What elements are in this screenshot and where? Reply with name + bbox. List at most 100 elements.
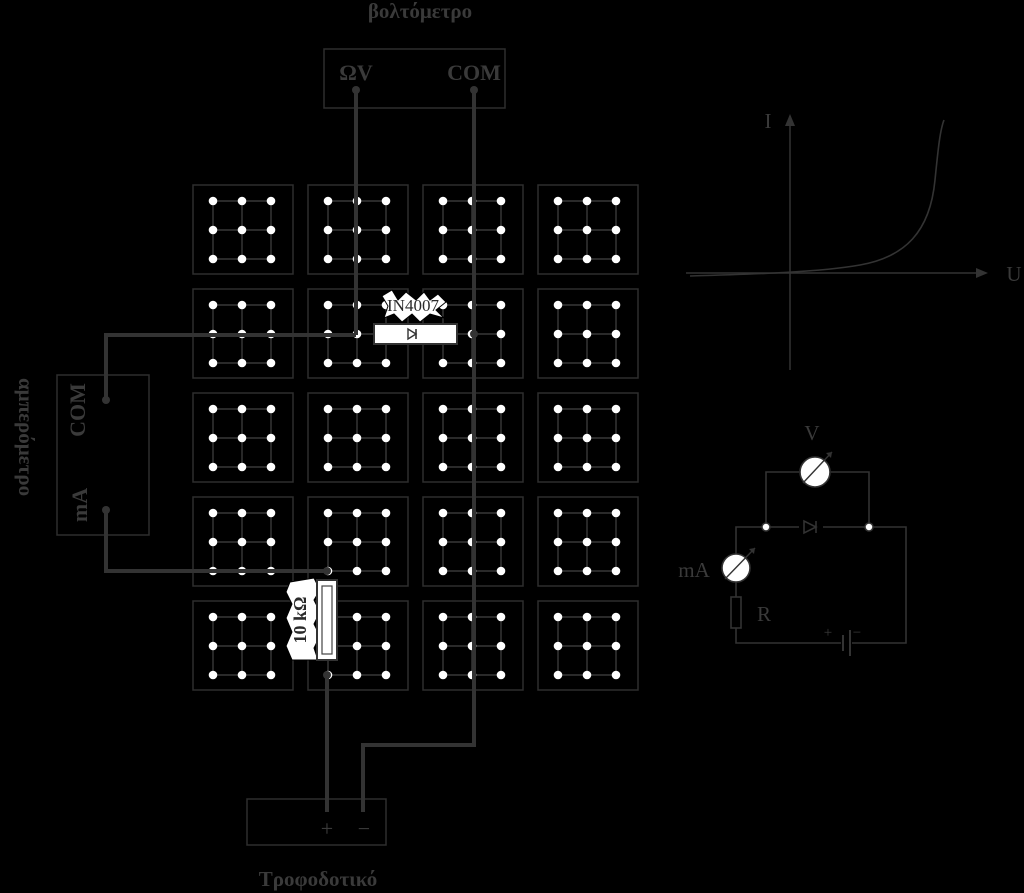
breadboard-hole[interactable] [582, 612, 592, 622]
breadboard-hole[interactable] [237, 404, 247, 414]
breadboard-hole[interactable] [352, 404, 362, 414]
breadboard-hole[interactable] [582, 508, 592, 518]
breadboard-hole[interactable] [582, 433, 592, 443]
breadboard-hole[interactable] [611, 196, 621, 206]
breadboard-hole[interactable] [208, 537, 218, 547]
breadboard-hole[interactable] [208, 612, 218, 622]
breadboard-hole[interactable] [352, 566, 362, 576]
resistor-component[interactable]: 10 kΩ [285, 567, 338, 679]
breadboard-hole[interactable] [266, 641, 276, 651]
breadboard-hole[interactable] [438, 225, 448, 235]
breadboard-hole[interactable] [237, 612, 247, 622]
breadboard-hole[interactable] [237, 300, 247, 310]
breadboard-hole[interactable] [553, 329, 563, 339]
breadboard-hole[interactable] [553, 566, 563, 576]
breadboard-hole[interactable] [237, 537, 247, 547]
breadboard-hole[interactable] [611, 641, 621, 651]
breadboard-hole[interactable] [438, 462, 448, 472]
breadboard-hole[interactable] [438, 404, 448, 414]
breadboard-hole[interactable] [381, 462, 391, 472]
breadboard-hole[interactable] [438, 566, 448, 576]
breadboard-hole[interactable] [582, 225, 592, 235]
breadboard-hole[interactable] [323, 537, 333, 547]
breadboard-hole[interactable] [323, 358, 333, 368]
breadboard-hole[interactable] [438, 641, 448, 651]
breadboard-hole[interactable] [381, 254, 391, 264]
breadboard-hole[interactable] [266, 225, 276, 235]
breadboard-hole[interactable] [553, 404, 563, 414]
breadboard-hole[interactable] [611, 537, 621, 547]
breadboard-hole[interactable] [352, 433, 362, 443]
breadboard-hole[interactable] [611, 462, 621, 472]
breadboard-hole[interactable] [496, 537, 506, 547]
breadboard-hole[interactable] [323, 433, 333, 443]
breadboard-hole[interactable] [352, 508, 362, 518]
breadboard-hole[interactable] [553, 300, 563, 310]
breadboard-hole[interactable] [496, 404, 506, 414]
breadboard-hole[interactable] [208, 404, 218, 414]
breadboard-hole[interactable] [381, 670, 391, 680]
breadboard-hole[interactable] [611, 508, 621, 518]
breadboard-hole[interactable] [496, 433, 506, 443]
breadboard-hole[interactable] [553, 433, 563, 443]
breadboard-hole[interactable] [611, 566, 621, 576]
breadboard-hole[interactable] [611, 404, 621, 414]
breadboard-hole[interactable] [266, 433, 276, 443]
breadboard-hole[interactable] [611, 300, 621, 310]
breadboard-hole[interactable] [582, 462, 592, 472]
breadboard-hole[interactable] [208, 462, 218, 472]
breadboard-hole[interactable] [582, 537, 592, 547]
breadboard-hole[interactable] [553, 462, 563, 472]
breadboard-hole[interactable] [266, 462, 276, 472]
breadboard-hole[interactable] [266, 196, 276, 206]
breadboard-hole[interactable] [323, 225, 333, 235]
breadboard-hole[interactable] [381, 537, 391, 547]
breadboard-hole[interactable] [266, 670, 276, 680]
breadboard-hole[interactable] [611, 358, 621, 368]
breadboard-hole[interactable] [208, 300, 218, 310]
breadboard-hole[interactable] [381, 433, 391, 443]
breadboard-hole[interactable] [496, 196, 506, 206]
breadboard-hole[interactable] [438, 508, 448, 518]
breadboard-hole[interactable] [323, 254, 333, 264]
breadboard-hole[interactable] [237, 433, 247, 443]
breadboard-hole[interactable] [352, 641, 362, 651]
breadboard-hole[interactable] [266, 537, 276, 547]
breadboard-hole[interactable] [582, 641, 592, 651]
breadboard-hole[interactable] [381, 612, 391, 622]
breadboard-hole[interactable] [553, 612, 563, 622]
breadboard-hole[interactable] [553, 196, 563, 206]
breadboard-hole[interactable] [208, 433, 218, 443]
breadboard-hole[interactable] [582, 358, 592, 368]
breadboard-hole[interactable] [438, 254, 448, 264]
breadboard-hole[interactable] [553, 670, 563, 680]
breadboard-hole[interactable] [381, 404, 391, 414]
breadboard-hole[interactable] [496, 254, 506, 264]
breadboard-hole[interactable] [237, 670, 247, 680]
breadboard-hole[interactable] [237, 225, 247, 235]
breadboard-hole[interactable] [323, 300, 333, 310]
breadboard-hole[interactable] [381, 358, 391, 368]
breadboard-hole[interactable] [381, 566, 391, 576]
breadboard-hole[interactable] [438, 196, 448, 206]
breadboard-hole[interactable] [496, 566, 506, 576]
breadboard-hole[interactable] [237, 196, 247, 206]
breadboard-hole[interactable] [582, 566, 592, 576]
breadboard-hole[interactable] [496, 358, 506, 368]
breadboard-hole[interactable] [266, 612, 276, 622]
breadboard-hole[interactable] [438, 537, 448, 547]
breadboard-hole[interactable] [237, 254, 247, 264]
breadboard-hole[interactable] [352, 670, 362, 680]
breadboard-hole[interactable] [553, 641, 563, 651]
breadboard-hole[interactable] [352, 612, 362, 622]
breadboard-hole[interactable] [496, 462, 506, 472]
breadboard-hole[interactable] [323, 508, 333, 518]
breadboard-hole[interactable] [352, 358, 362, 368]
breadboard-hole[interactable] [266, 508, 276, 518]
breadboard-hole[interactable] [323, 404, 333, 414]
breadboard-hole[interactable] [553, 508, 563, 518]
breadboard-hole[interactable] [582, 670, 592, 680]
breadboard-hole[interactable] [352, 537, 362, 547]
breadboard-hole[interactable] [611, 433, 621, 443]
breadboard-hole[interactable] [266, 300, 276, 310]
